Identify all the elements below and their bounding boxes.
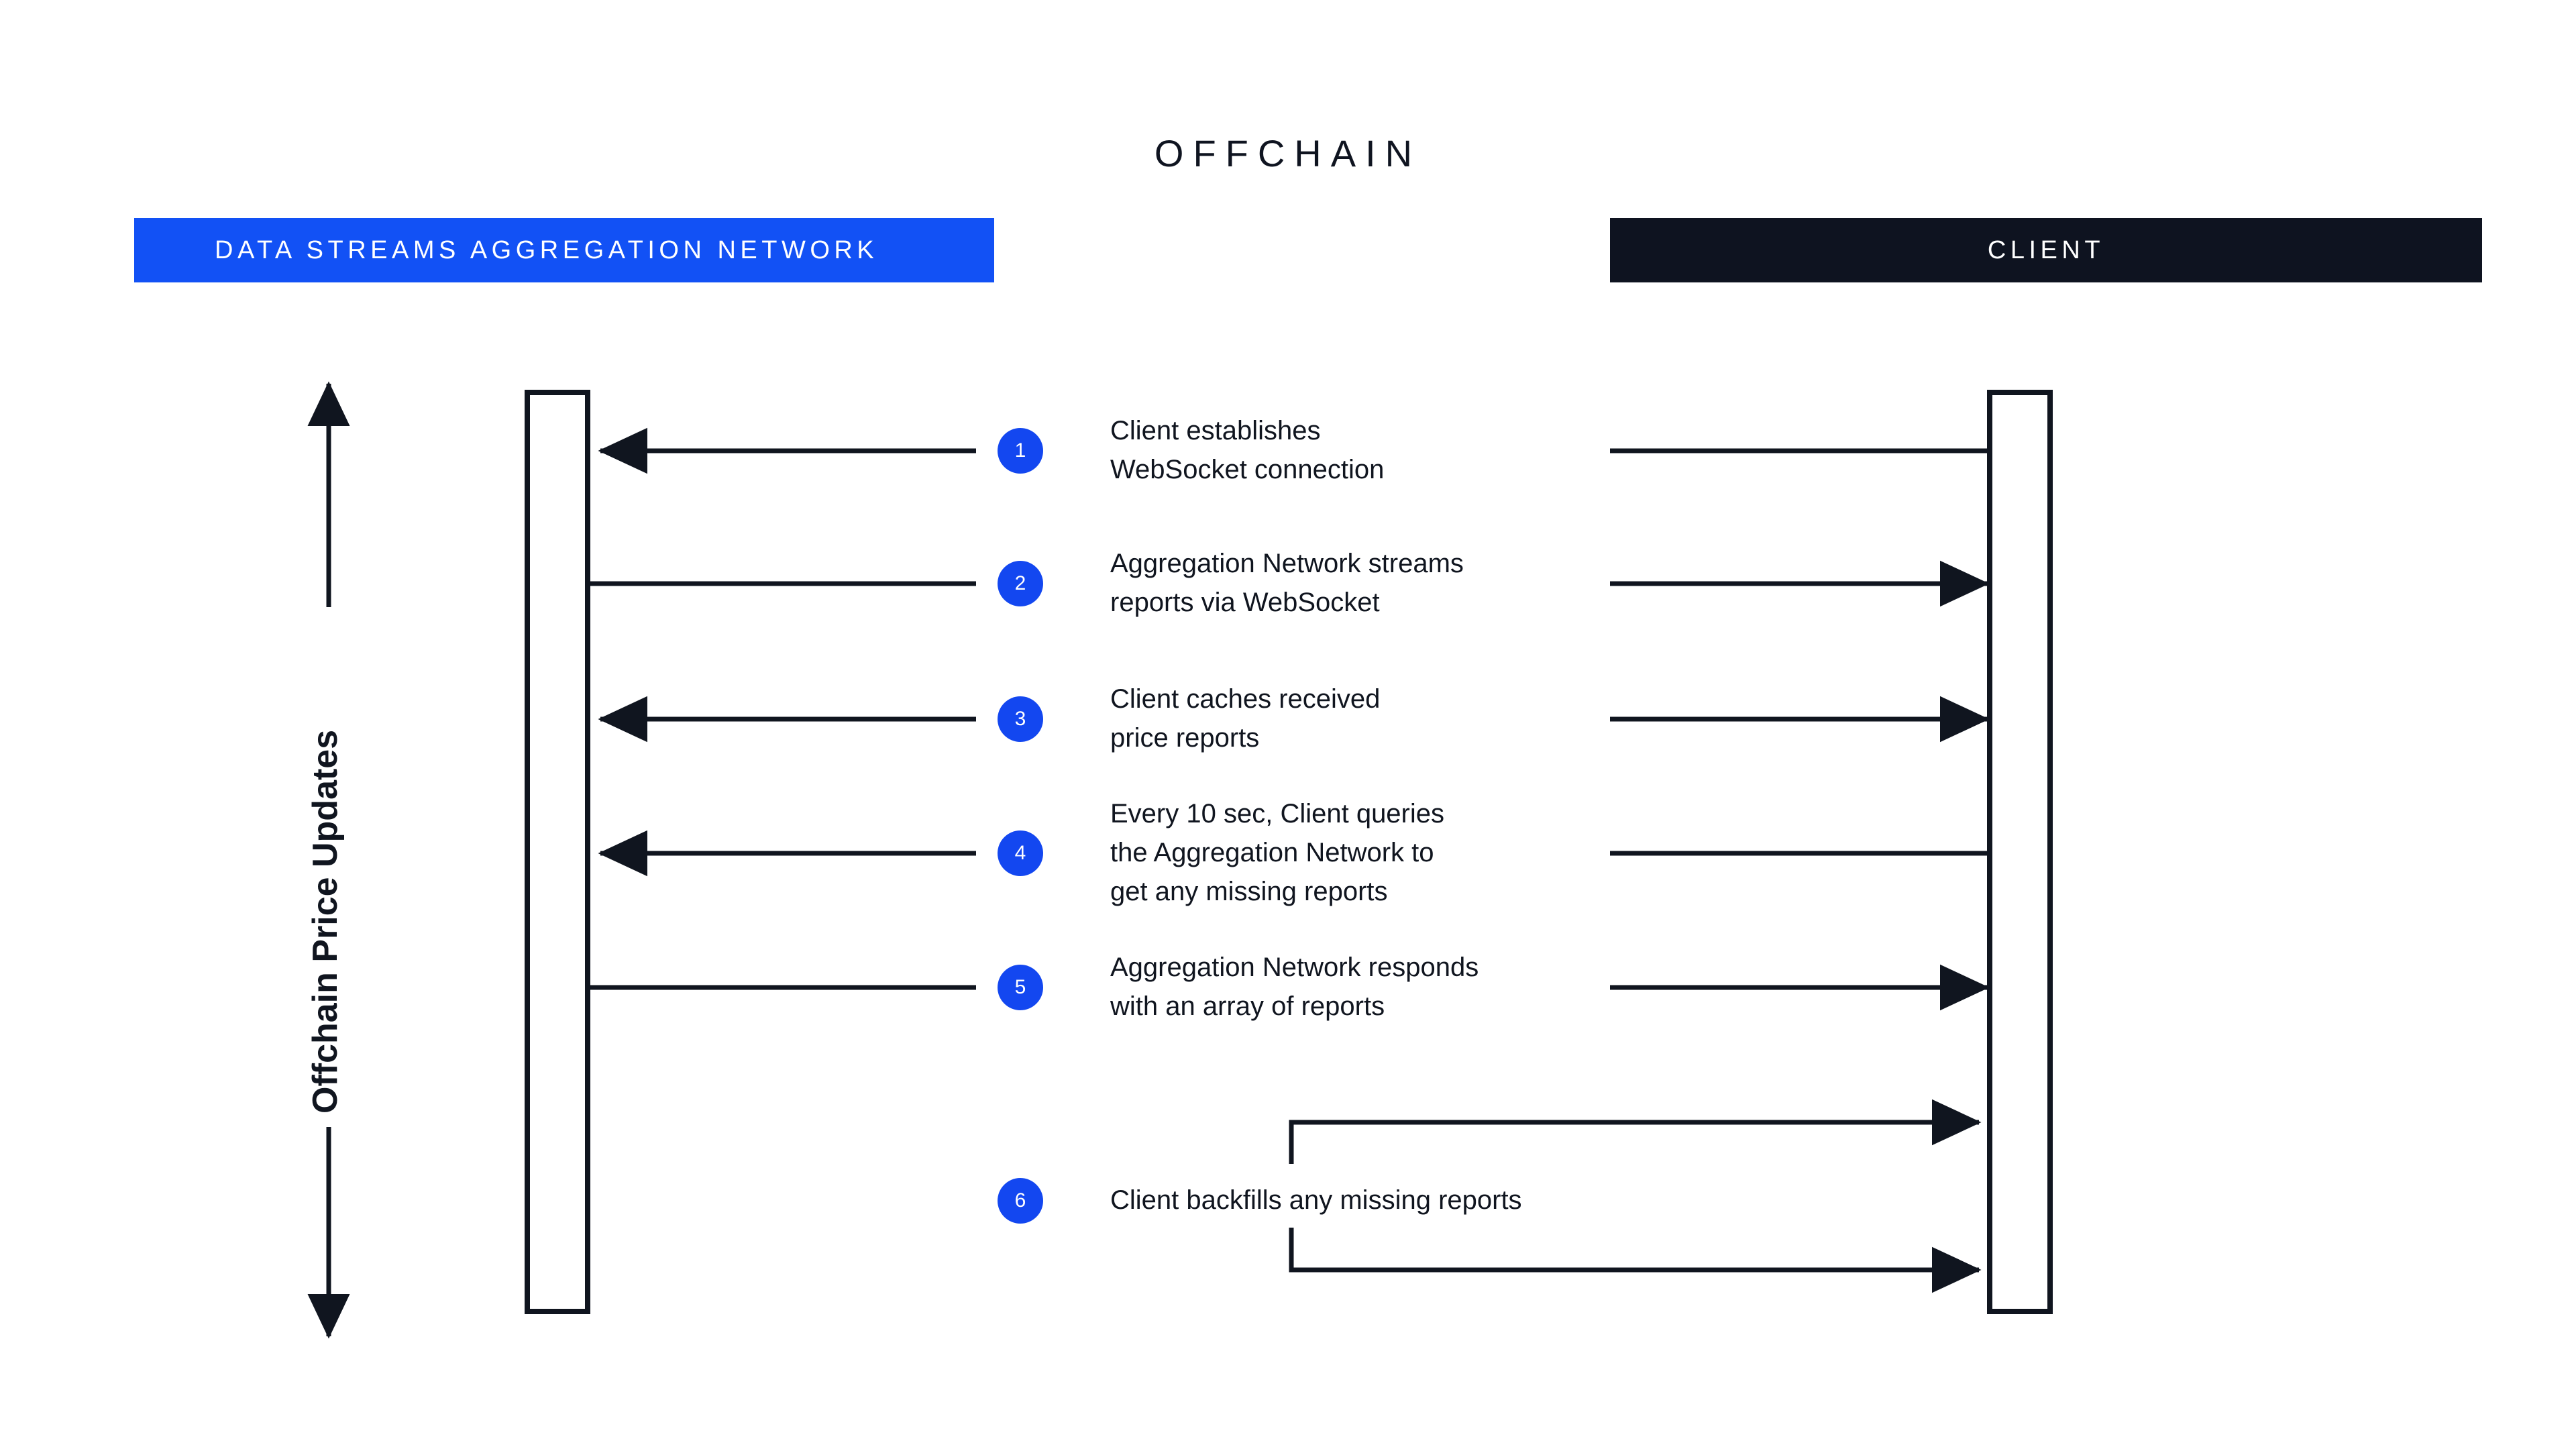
lane-header-aggregation-network: DATA STREAMS AGGREGATION NETWORK bbox=[134, 218, 994, 282]
step-description-6: Client backfills any missing reports bbox=[1110, 1185, 1522, 1215]
step-description-1: Client establishes WebSocket connection bbox=[1110, 416, 1385, 484]
step-number-badge-3[interactable]: 3 bbox=[998, 696, 1043, 742]
step-number-badge-4[interactable]: 4 bbox=[998, 830, 1043, 876]
step-arrow-6-self-loop bbox=[1289, 1099, 1982, 1293]
step-number-badge-5[interactable]: 5 bbox=[998, 965, 1043, 1010]
step-description-4: Every 10 sec, Client queries the Aggrega… bbox=[1110, 799, 1445, 906]
step-description-2: Aggregation Network streams reports via … bbox=[1110, 549, 1464, 617]
step-number-badge-2[interactable]: 2 bbox=[998, 561, 1043, 606]
step-description-5: Aggregation Network responds with an arr… bbox=[1110, 953, 1479, 1021]
lifeline-bar-client bbox=[1987, 390, 2053, 1314]
lane-header-client: CLIENT bbox=[1610, 218, 2482, 282]
step-number-badge-1[interactable]: 1 bbox=[998, 428, 1043, 474]
step-description-3: Client caches received price reports bbox=[1110, 684, 1381, 753]
step-number-badge-6[interactable]: 6 bbox=[998, 1178, 1043, 1224]
lifeline-bar-aggregation-network bbox=[525, 390, 590, 1314]
page-title: OFFCHAIN bbox=[1154, 132, 1422, 174]
